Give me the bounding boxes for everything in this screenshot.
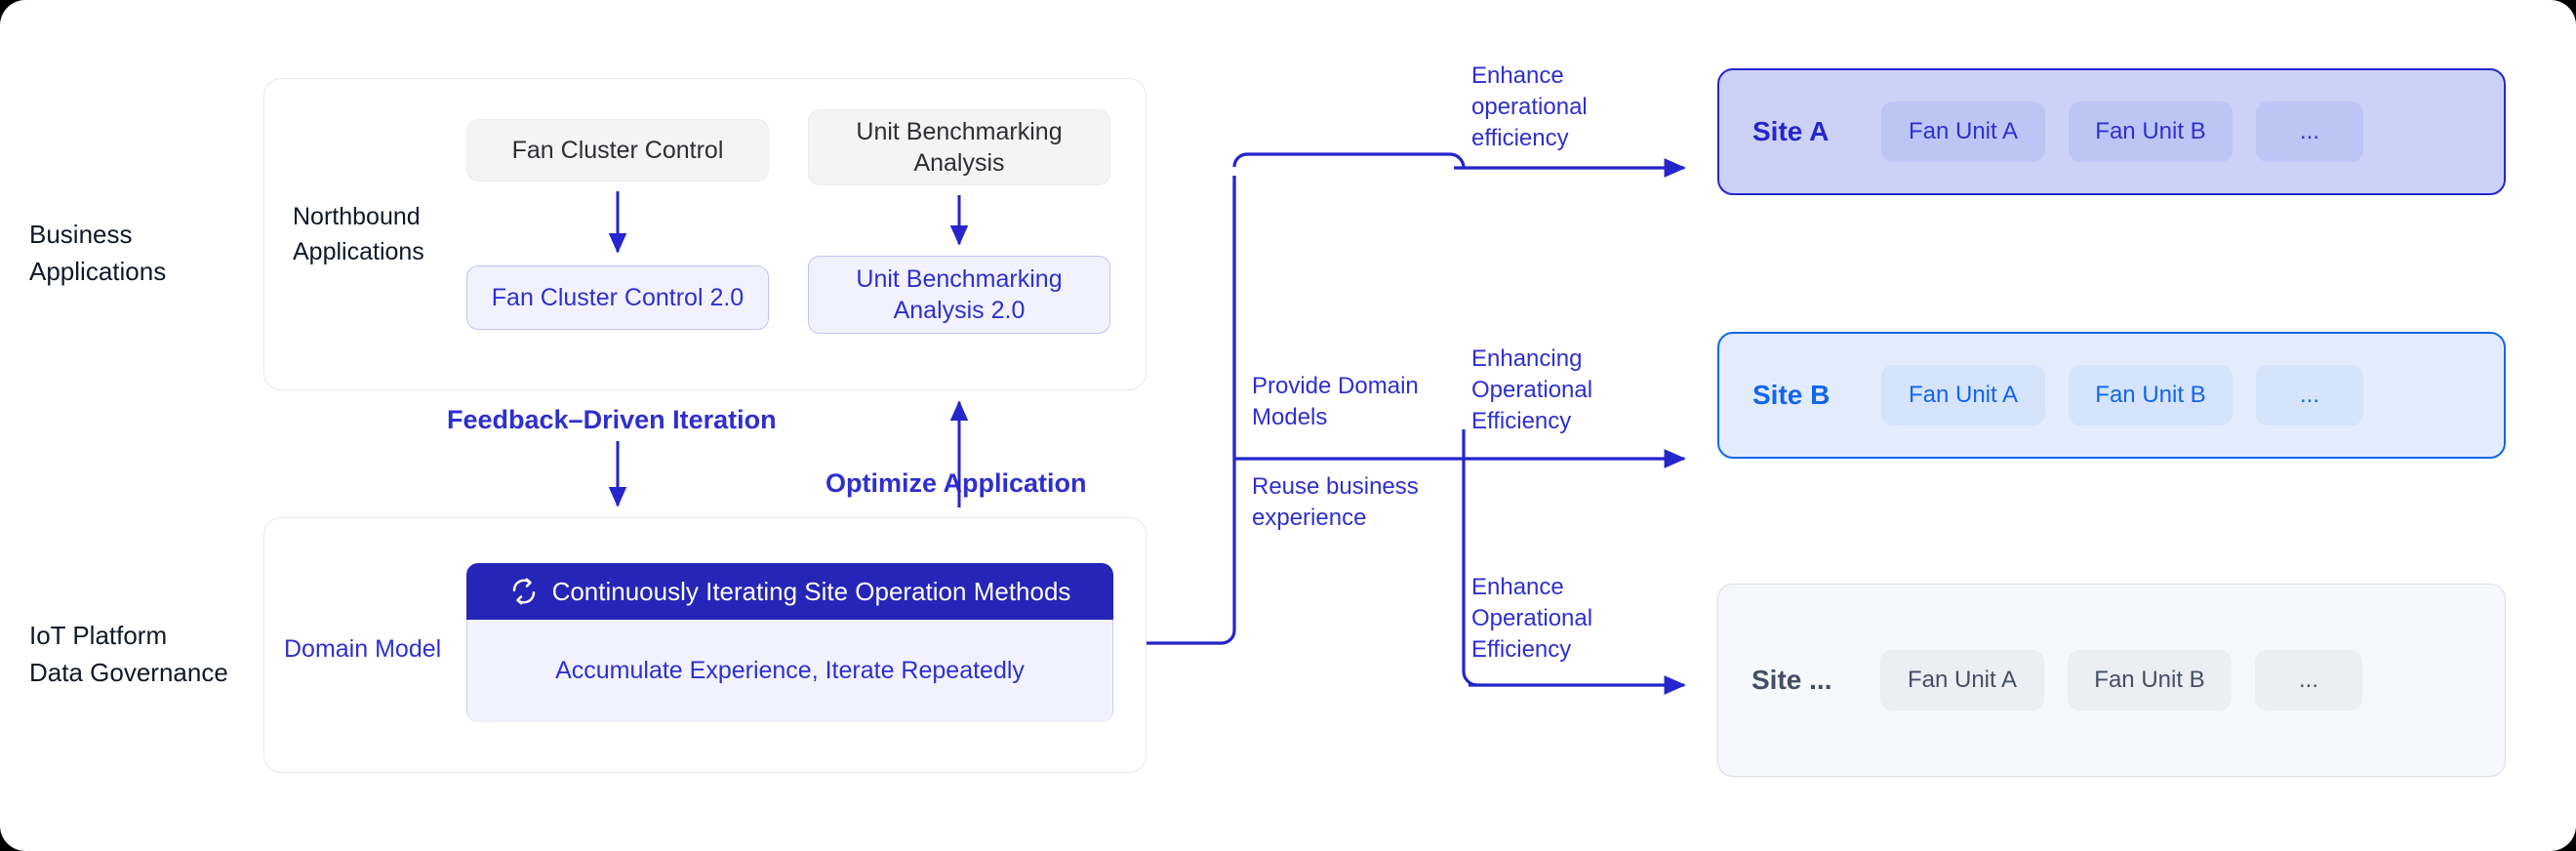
connector-label-provide-domain-models: Provide Domain Models: [1252, 373, 1419, 431]
box-fan-cluster-control[interactable]: Fan Cluster Control: [466, 119, 769, 182]
fan-unit-b[interactable]: Fan Unit B: [2069, 101, 2233, 162]
fan-unit-a[interactable]: Fan Unit A: [1881, 365, 2045, 426]
site-card-more[interactable]: Site ... Fan Unit A Fan Unit B ...: [1717, 584, 2506, 777]
connector-label-enhance-operational-efficiency-top: Enhance operational efficiency: [1471, 62, 1588, 152]
site-name: Site ...: [1751, 665, 1832, 695]
row-label-business-applications: Business Applications: [29, 220, 167, 286]
fan-unit-b[interactable]: Fan Unit B: [2069, 365, 2233, 426]
domain-model-header[interactable]: Continuously Iterating Site Operation Me…: [466, 563, 1113, 620]
box-fan-cluster-control-2[interactable]: Fan Cluster Control 2.0: [466, 265, 769, 330]
row-label-iot-platform: IoT Platform Data Governance: [29, 621, 228, 687]
fan-unit-a[interactable]: Fan Unit A: [1880, 650, 2044, 710]
site-card-a[interactable]: Site A Fan Unit A Fan Unit B ...: [1717, 68, 2506, 195]
site-name: Site B: [1752, 380, 1831, 410]
fan-unit-a[interactable]: Fan Unit A: [1881, 101, 2045, 162]
label-feedback-driven-iteration: Feedback–Driven Iteration: [447, 405, 777, 434]
connector-label-enhancing-operational-efficiency-middle: Enhancing Operational Efficiency: [1471, 345, 1593, 435]
site-name: Site A: [1752, 116, 1830, 146]
fan-unit-more[interactable]: ...: [2256, 101, 2363, 162]
connector-label-reuse-business-experience: Reuse business experience: [1252, 473, 1419, 532]
box-unit-benchmarking-analysis[interactable]: Unit Benchmarking Analysis: [808, 109, 1110, 185]
panel-tag-northbound: Northbound Applications: [293, 203, 424, 265]
domain-model-header-label: Continuously Iterating Site Operation Me…: [551, 576, 1071, 606]
fan-unit-more[interactable]: ...: [2256, 365, 2363, 426]
loop-refresh-icon: [509, 577, 539, 606]
box-unit-benchmarking-analysis-2[interactable]: Unit Benchmarking Analysis 2.0: [808, 256, 1110, 334]
domain-model-body: Accumulate Experience, Iterate Repeatedl…: [466, 620, 1113, 722]
connector-label-enhance-operational-efficiency-bottom: Enhance Operational Efficiency: [1471, 574, 1593, 664]
fan-unit-b[interactable]: Fan Unit B: [2068, 650, 2232, 710]
site-card-b[interactable]: Site B Fan Unit A Fan Unit B ...: [1717, 332, 2506, 459]
fan-unit-more[interactable]: ...: [2255, 650, 2362, 710]
panel-tag-domain-model: Domain Model: [284, 635, 442, 663]
label-optimize-application: Optimize Application: [825, 468, 1087, 498]
domain-model-card: Continuously Iterating Site Operation Me…: [466, 563, 1113, 722]
